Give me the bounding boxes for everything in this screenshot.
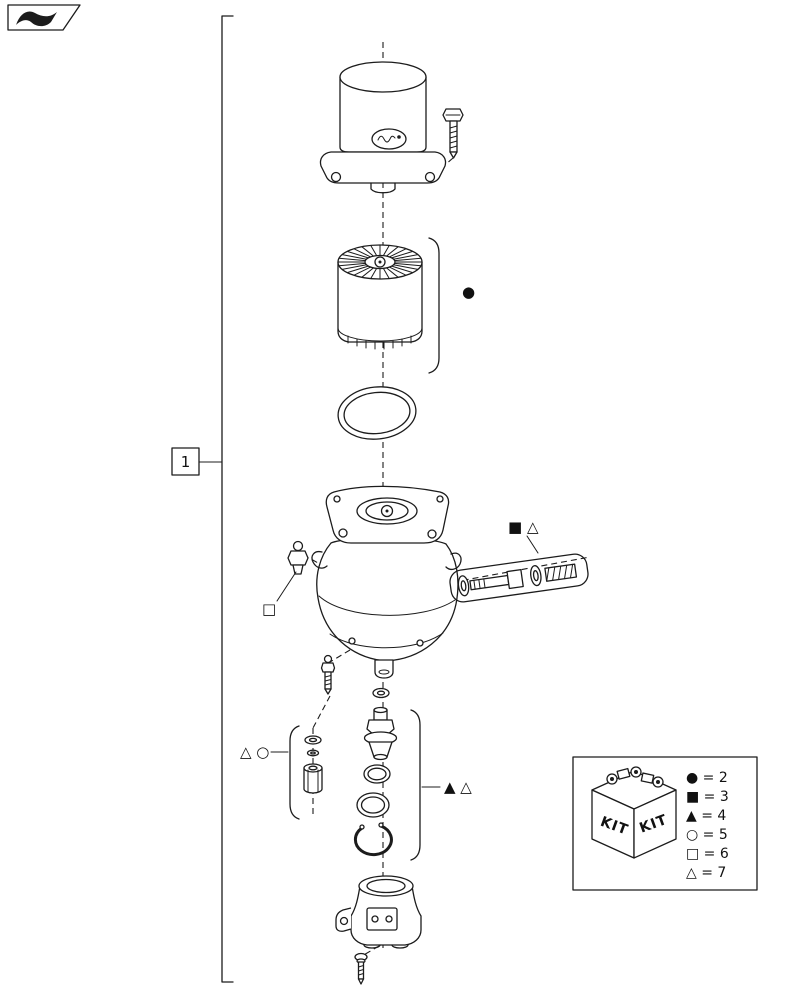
- nut-subassembly-callout: △ ○: [240, 743, 289, 761]
- o-ring-small: [363, 764, 391, 784]
- legend-row: ● = 2: [686, 770, 728, 786]
- grease-fitting-callout: □: [262, 571, 297, 618]
- bolt-assembly-callout: ■ △: [508, 518, 539, 554]
- figure-bracket: [221, 15, 234, 983]
- valve-assembly: [363, 706, 398, 761]
- legend-row: □ = 6: [686, 846, 729, 862]
- marker-filter-element: ●: [462, 283, 475, 301]
- legend-row: ■ = 3: [686, 789, 729, 805]
- o-ring-medium: [356, 792, 390, 818]
- bracket-screw: [354, 952, 368, 985]
- kit-legend: ● = 2 ■ = 3 ▲ = 4 ○ = 5 □ = 6 △ = 7: [686, 770, 729, 881]
- snap-ring: [353, 822, 393, 857]
- washer-small: [372, 687, 390, 699]
- nut-subassembly: [289, 725, 323, 820]
- kit-fittings: [606, 766, 664, 788]
- bolt-assembly: [449, 553, 589, 603]
- grease-fitting: [287, 540, 309, 575]
- brand-logo-icon: [7, 4, 81, 31]
- pump-housing: [311, 485, 462, 679]
- seal-group-bracket: [410, 709, 441, 861]
- o-ring-large: [337, 386, 417, 440]
- motor-bolt: [442, 108, 464, 159]
- kit-box: KIT KIT ● = 2 ■ = 3 ▲ = 4 ○ = 5 □ = 6 △ …: [572, 756, 758, 891]
- kit-carton: KIT KIT: [591, 766, 677, 859]
- mounting-bracket: [335, 875, 422, 949]
- figure-callout-1: 1: [171, 447, 223, 476]
- filter-element: [337, 244, 423, 350]
- marker-grease-fitting: □: [262, 600, 276, 618]
- marker-nut-subassembly: △ ○: [240, 743, 269, 761]
- marker-seal-group: ▲ △: [444, 778, 472, 796]
- figure-callout-1-label: 1: [181, 453, 191, 471]
- marker-bolt-assembly: ■ △: [508, 518, 539, 536]
- bleeder-fitting: [320, 654, 336, 695]
- legend-row: ○ = 5: [686, 827, 728, 843]
- legend-row: ▲ = 4: [686, 808, 726, 824]
- filter-bracket: [428, 237, 440, 374]
- filter-fins: [338, 245, 422, 279]
- legend-row: △ = 7: [686, 865, 726, 881]
- motor: [319, 61, 447, 194]
